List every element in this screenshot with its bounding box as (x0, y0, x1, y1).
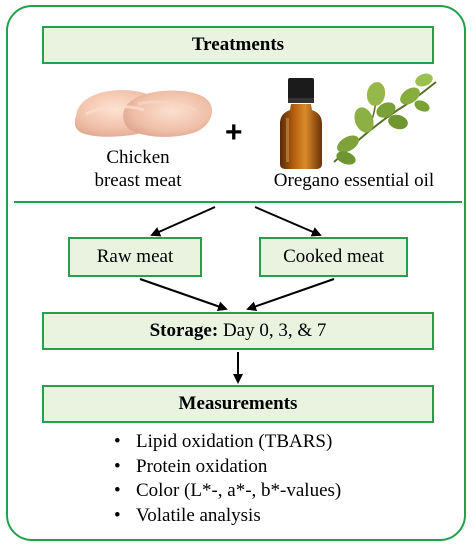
arrow-cooked-to-storage (246, 278, 335, 312)
bullet-icon: • (114, 480, 121, 501)
oregano-label: Oregano essential oil (273, 170, 435, 191)
measurement-item: •Protein oxidation (112, 455, 341, 480)
storage-label: Storage: (149, 320, 219, 341)
cooked-meat-box: Cooked meat (259, 237, 408, 277)
treatments-header: Treatments (42, 26, 434, 64)
arrow-to-cooked-meat (254, 206, 322, 237)
chicken-label-line2: breast meat (94, 170, 182, 191)
raw-meat-label: Raw meat (96, 246, 174, 267)
bullet-icon: • (114, 455, 121, 477)
chicken-breast-image (74, 90, 213, 137)
bullet-icon: • (114, 431, 121, 452)
bullet-icon: • (114, 504, 121, 526)
arrow-raw-to-storage (139, 278, 228, 312)
arrow-to-raw-meat (150, 206, 216, 237)
section-divider (14, 201, 462, 203)
oregano-sprig-image (333, 73, 437, 165)
chicken-label: Chicken breast meat (78, 146, 198, 192)
raw-meat-box: Raw meat (68, 237, 202, 277)
measurement-item: •Volatile analysis (112, 504, 341, 529)
measurements-list: •Lipid oxidation (TBARS) •Protein oxidat… (112, 430, 341, 528)
storage-value: Day 0, 3, & 7 (222, 320, 327, 341)
cooked-meat-label: Cooked meat (283, 246, 384, 267)
essential-oil-bottle-image (280, 78, 322, 169)
chicken-label-line1: Chicken (106, 147, 170, 168)
measurements-header: Measurements (42, 385, 434, 423)
outer-frame (6, 5, 466, 541)
measurement-item: •Lipid oxidation (TBARS) (112, 430, 341, 455)
storage-box: Storage: Day 0, 3, & 7 (42, 312, 434, 350)
treatments-title: Treatments (191, 34, 285, 55)
plus-sign: + (225, 116, 243, 149)
measurements-title: Measurements (178, 393, 298, 414)
measurement-item: •Color (L*-, a*-, b*-values) (112, 479, 341, 504)
